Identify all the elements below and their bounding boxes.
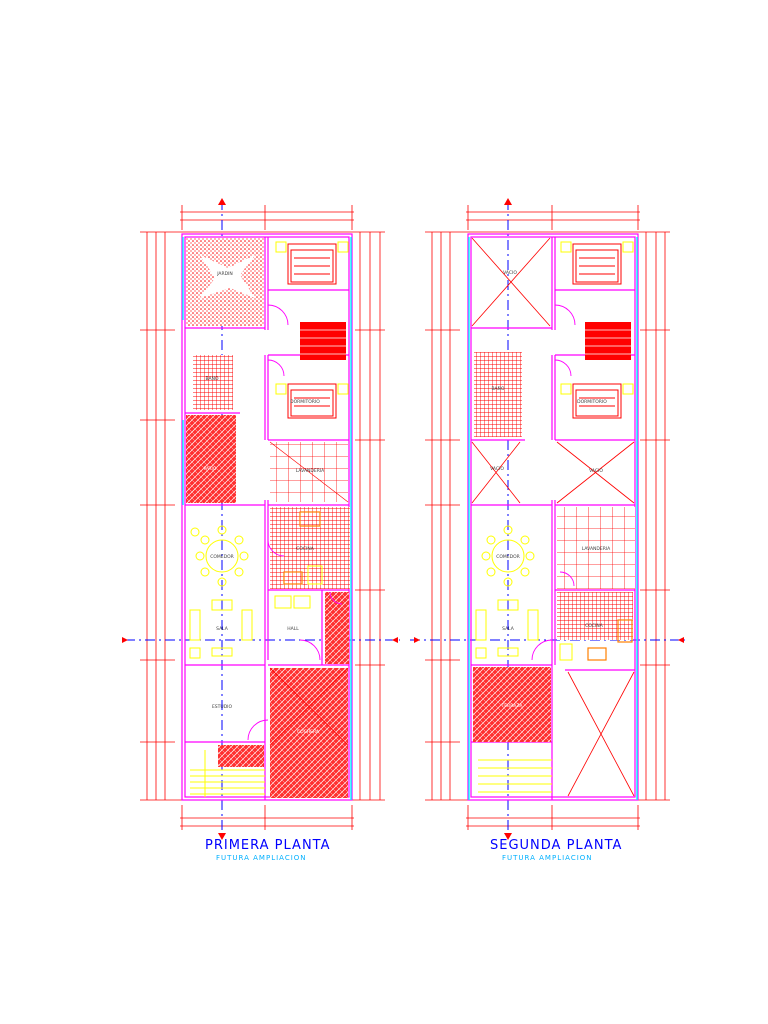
room-label-r4: DORMITORIO xyxy=(290,399,320,405)
room-label-r3: VACIO xyxy=(490,466,504,472)
room-label-r5: VACIO xyxy=(589,468,603,474)
room-label-r9: COCINA xyxy=(585,623,604,629)
room-label-r5: LAVANDERIA xyxy=(296,468,325,474)
garage-floor xyxy=(270,668,348,798)
room-label-r6: COMEDOR xyxy=(496,554,520,560)
plan-subtitle-primera: FUTURA AMPLIACION xyxy=(216,854,307,862)
fridge-icon xyxy=(559,643,573,661)
room-label-r10: TERRAZA xyxy=(501,703,524,709)
doors xyxy=(531,304,576,661)
glass-walls xyxy=(182,237,352,800)
side-strip xyxy=(325,592,349,664)
fridge-icon xyxy=(307,565,323,585)
stair-lines xyxy=(585,329,631,355)
walls xyxy=(467,233,639,801)
hatch-lines xyxy=(269,441,349,746)
room-label-r4: DORMITORIO xyxy=(577,399,607,405)
room-label-r1: JARDIN xyxy=(216,271,233,277)
plan-title-primera: PRIMERA PLANTA xyxy=(205,838,331,853)
bed-icon xyxy=(287,243,337,419)
entry-stairs xyxy=(478,759,552,793)
bath-floor xyxy=(474,352,522,437)
patio-floor xyxy=(186,415,236,503)
glass-walls xyxy=(468,237,638,800)
nightstand-icon xyxy=(275,241,349,395)
room-label-r8: SALA xyxy=(502,626,515,632)
room-label-r2: BAÑO xyxy=(491,385,505,392)
kitchen-floor xyxy=(270,507,350,589)
plan-subtitle-segunda: FUTURA AMPLIACION xyxy=(502,854,593,862)
room-label-r1: VACIO xyxy=(503,270,517,276)
dimension-lines xyxy=(140,205,385,830)
room-label-r7: COCINA xyxy=(296,546,315,552)
plan-segunda-planta: VACIO BAÑO VACIO DORMITORIO VACIO COMEDO… xyxy=(410,198,685,840)
garden-path xyxy=(200,255,255,298)
stair-lines xyxy=(300,329,346,355)
void-cross xyxy=(471,237,635,797)
dining-table-icon xyxy=(481,525,535,587)
room-label-r8: SALA xyxy=(216,626,229,632)
room-label-r3: PATIO xyxy=(204,466,217,472)
stair-fill xyxy=(218,745,264,767)
room-label-r9: HALL xyxy=(287,626,299,632)
plan-primera-planta: JARDIN BAÑO PATIO DORMITORIO LAVANDERIA … xyxy=(122,198,400,840)
sofa-icon xyxy=(475,599,539,659)
kitchen-floor xyxy=(557,592,633,640)
room-label-r7: LAVANDERIA xyxy=(582,546,611,552)
room-label-r10: ESTUDIO xyxy=(212,704,233,710)
room-label-r6: COMEDOR xyxy=(210,554,234,560)
walls xyxy=(181,233,353,801)
plan-title-segunda: SEGUNDA PLANTA xyxy=(490,838,623,853)
bed-icon xyxy=(572,243,622,419)
room-label-r11: COCHERA xyxy=(297,729,320,735)
entry-stairs xyxy=(190,750,265,797)
sink-icon xyxy=(283,571,303,585)
dining-table-icon xyxy=(190,525,249,587)
laundry-floor xyxy=(557,507,635,589)
axis-markers xyxy=(122,198,398,840)
axis-markers xyxy=(414,198,684,840)
sofa-icon xyxy=(189,595,311,659)
stove-icon xyxy=(299,511,321,527)
bath-floor xyxy=(193,355,233,410)
room-label-r2: BAÑO xyxy=(205,375,219,382)
terrace-floor xyxy=(473,667,551,742)
stove-icon xyxy=(617,619,633,643)
nightstand-icon xyxy=(560,241,634,395)
sink-icon xyxy=(587,647,607,661)
doors xyxy=(247,304,343,741)
